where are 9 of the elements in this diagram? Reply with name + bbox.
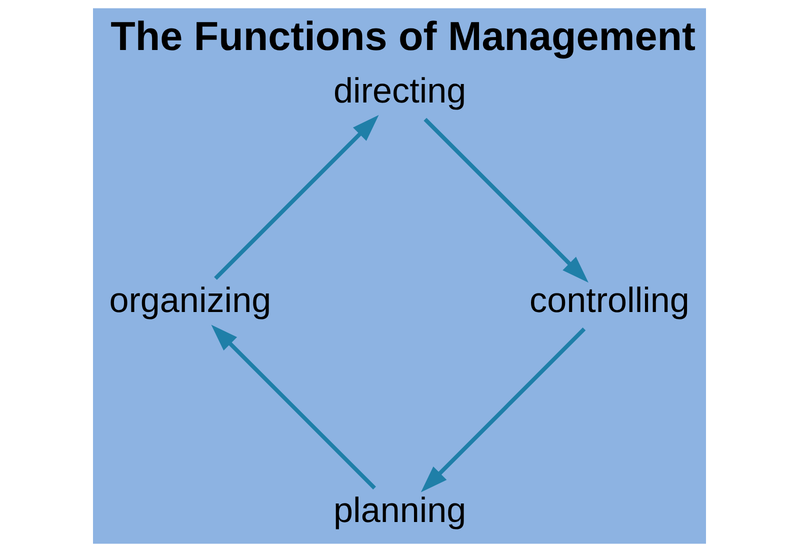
node-text: planning — [334, 490, 466, 530]
node-text: controlling — [530, 281, 690, 320]
node-text: directing — [334, 72, 466, 111]
arrow — [211, 324, 376, 490]
node-text: organizing — [109, 281, 272, 320]
diagram-title: The Functions of Management — [110, 13, 696, 60]
arrow — [420, 328, 586, 492]
arrow — [424, 118, 588, 283]
arrow — [214, 115, 379, 280]
